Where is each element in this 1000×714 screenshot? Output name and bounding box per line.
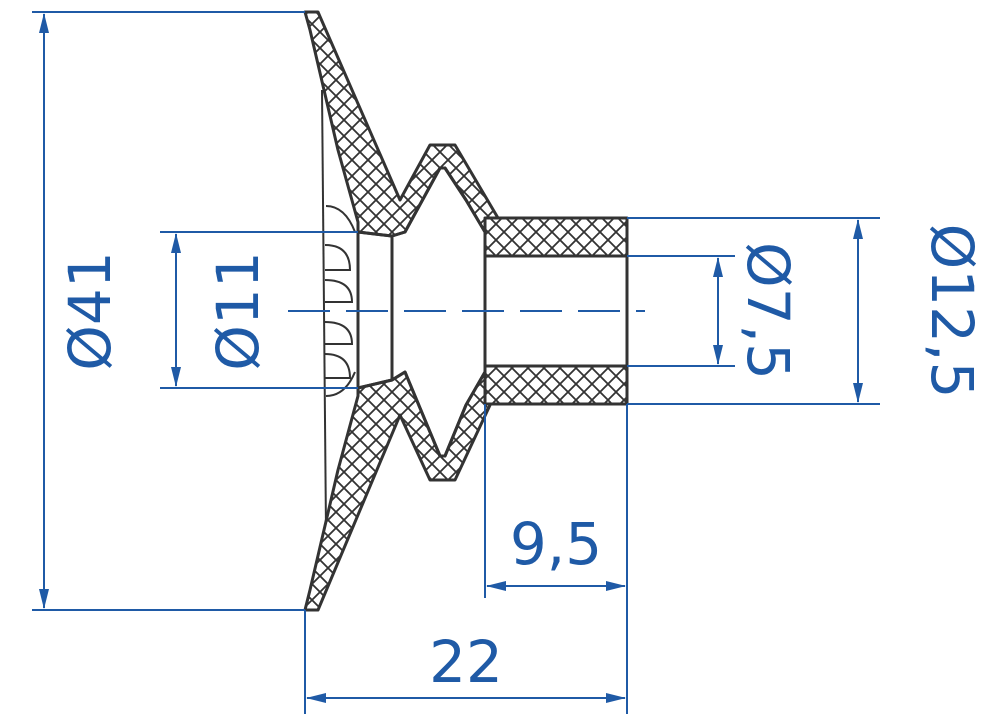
bellow-inner-contour xyxy=(391,166,487,458)
label-hose-inner-diameter: Ø7,5 xyxy=(734,242,802,380)
suction-cup-body xyxy=(303,10,629,612)
dimension-labels: Ø41 Ø11 Ø12,5 Ø7,5 9,5 22 xyxy=(56,224,986,696)
hose-upper-wall xyxy=(483,216,629,258)
label-connector-length: 9,5 xyxy=(510,510,602,578)
rib-4 xyxy=(324,353,352,379)
lower-lip-wall xyxy=(303,370,500,612)
label-total-length: 22 xyxy=(429,628,503,696)
hose-lower-wall xyxy=(483,364,629,406)
lip-inner-bottom-rib xyxy=(325,371,356,397)
label-inner-diameter: Ø11 xyxy=(204,251,272,370)
rib-1 xyxy=(324,244,352,271)
dimensioning xyxy=(32,11,880,714)
lip-inner-top-rib xyxy=(325,205,356,233)
label-hose-outer-diameter: Ø12,5 xyxy=(918,224,986,399)
rib-3 xyxy=(324,321,354,345)
label-outer-diameter: Ø41 xyxy=(56,251,124,370)
rib-2 xyxy=(324,279,354,303)
